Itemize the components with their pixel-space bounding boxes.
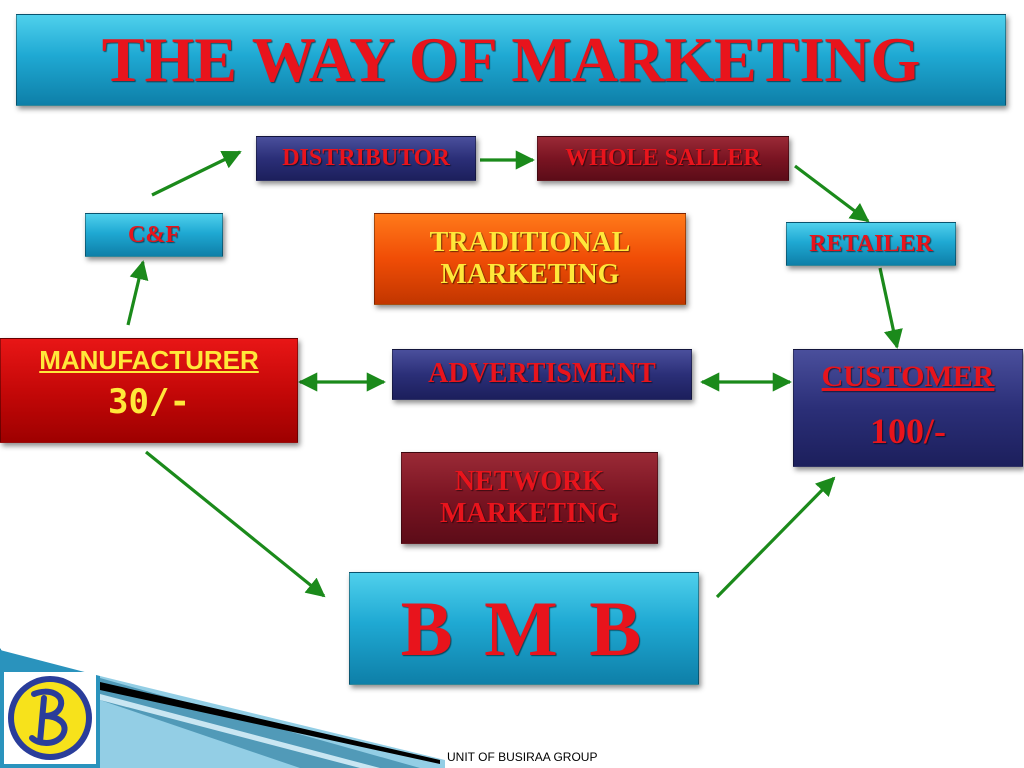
node-network-line-1: NETWORK: [454, 465, 605, 497]
node-bmb-label: B M B: [400, 584, 648, 672]
node-manufacturer: MANUFACTURER 30/-: [0, 338, 298, 443]
node-wholesaler-label: WHOLE SALLER: [565, 145, 761, 172]
arrow-bmb-customer: [715, 476, 836, 599]
title-banner: THE WAY OF MARKETING: [16, 14, 1006, 106]
node-customer: CUSTOMER 100/-: [793, 349, 1023, 467]
node-cf: C&F: [85, 213, 223, 257]
arrow-manufacturer-cf: [126, 260, 149, 326]
node-distributor: DISTRIBUTOR: [256, 136, 476, 181]
footer-text: UNIT OF BUSIRAA GROUP: [447, 750, 598, 764]
node-traditional-marketing: TRADITIONAL MARKETING: [374, 213, 686, 305]
node-customer-label: CUSTOMER: [821, 360, 995, 393]
arrow-wholesaler-retailer: [794, 164, 870, 223]
node-advertisment: ADVERTISMENT: [392, 349, 692, 400]
company-logo-icon: [4, 672, 96, 764]
node-manufacturer-price: 30/-: [108, 382, 190, 422]
page-title: THE WAY OF MARKETING: [101, 24, 921, 95]
node-network-line-2: MARKETING: [440, 498, 619, 529]
node-cf-label: C&F: [128, 221, 180, 248]
node-retailer: RETAILER: [786, 222, 956, 266]
node-manufacturer-label: MANUFACTURER: [39, 345, 259, 375]
node-customer-price: 100/-: [870, 411, 946, 451]
node-network-marketing: NETWORK MARKETING: [401, 452, 658, 544]
node-traditional-line-2: MARKETING: [440, 259, 620, 290]
node-distributor-label: DISTRIBUTOR: [282, 145, 450, 172]
node-traditional-line-1: TRADITIONAL: [429, 226, 631, 258]
node-retailer-label: RETAILER: [809, 230, 933, 257]
arrow-cf-distributor: [151, 150, 242, 197]
node-wholesaler: WHOLE SALLER: [537, 136, 789, 181]
node-bmb: B M B: [349, 572, 699, 685]
node-advertisment-label: ADVERTISMENT: [428, 358, 656, 390]
arrow-manufacturer-bmb: [144, 450, 326, 598]
arrow-retailer-customer: [878, 267, 903, 349]
